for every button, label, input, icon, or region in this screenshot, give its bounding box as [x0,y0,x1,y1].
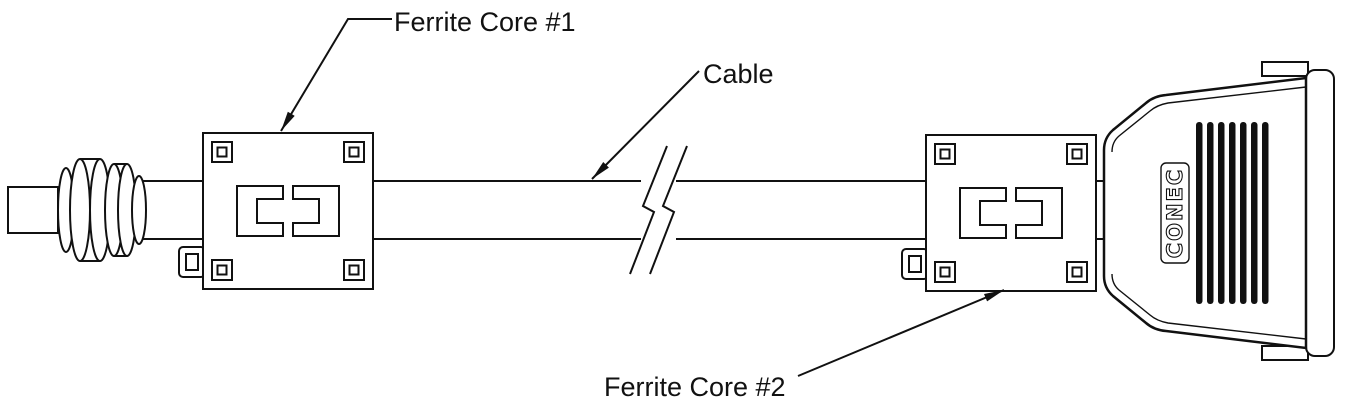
grip-groove [1218,122,1225,304]
grip-groove [1251,122,1258,304]
connector-ring [69,158,91,262]
annotations: Ferrite Core #1 Cable Ferrite Core #2 [280,7,1005,402]
label-cable: Cable [703,59,774,89]
circular-connector [7,158,147,262]
grip-groove [1229,122,1236,304]
cable-break-symbol [629,145,668,275]
connector-ring [131,175,147,245]
label-ferrite-core-1: Ferrite Core #1 [394,7,576,37]
ferrite-core-2 [901,134,1097,292]
grip-groove [1207,122,1214,304]
grip-groove [1196,122,1203,304]
ferrite-core-1 [178,132,374,290]
dsub-hood-connector: CONEC [1102,61,1335,361]
hood-face-plate [1305,69,1335,357]
hood-inner-edge-top [1111,86,1307,153]
leader-ferrite-core-1 [280,18,392,132]
logo-border [1160,162,1190,264]
grip-grooves [1196,122,1269,304]
leader-ferrite-core-2 [797,289,1005,377]
grip-groove [1262,122,1269,304]
hood-step-top [1261,61,1309,77]
hood-body [1102,76,1308,350]
grip-groove [1240,122,1247,304]
hood-inner-edge-bottom [1111,273,1307,340]
cable-break-symbol [649,145,688,275]
conec-logo: CONEC [1163,168,1187,259]
connector-stub [7,186,59,234]
label-ferrite-core-2: Ferrite Core #2 [604,372,786,402]
leader-cable [591,70,700,180]
